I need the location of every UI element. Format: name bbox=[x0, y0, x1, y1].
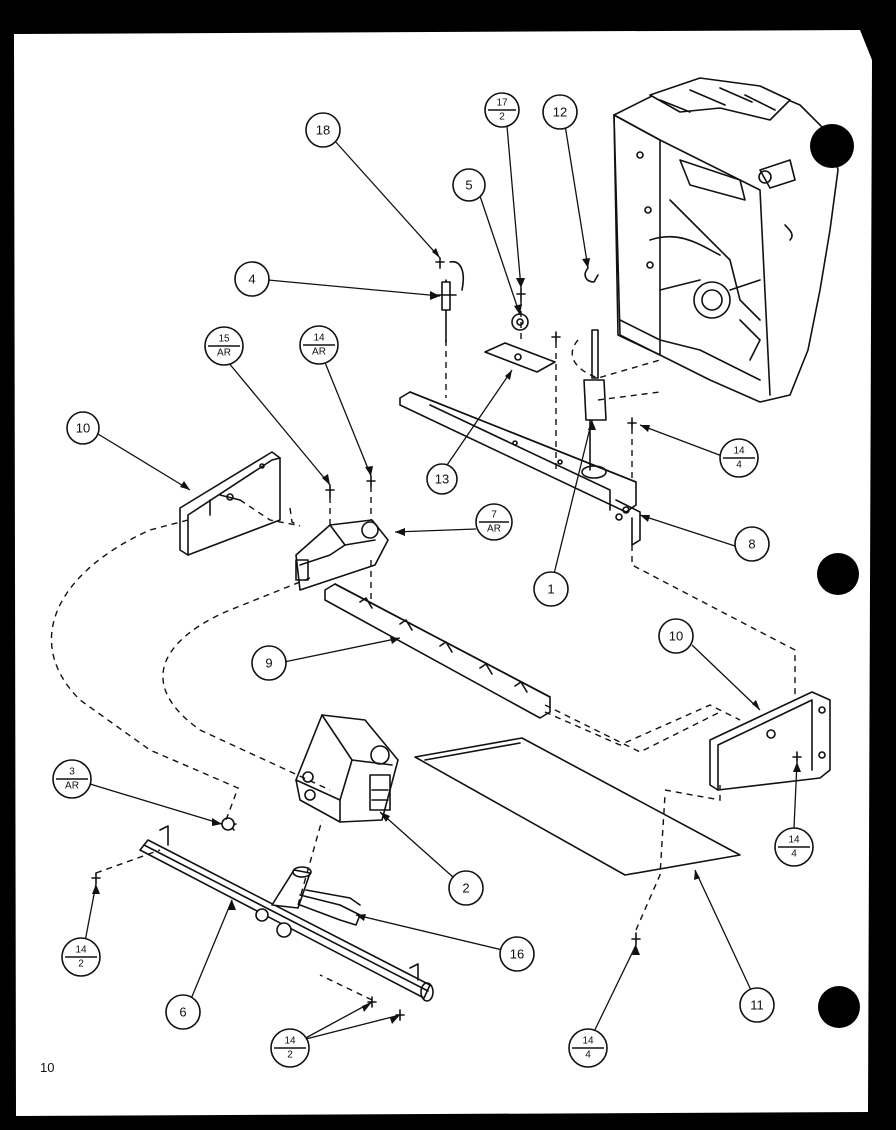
callout-circle bbox=[305, 112, 341, 148]
callout-circle bbox=[542, 94, 578, 130]
callout-circle bbox=[499, 936, 535, 972]
punch-hole-mark bbox=[810, 124, 854, 168]
fill-valve-tube bbox=[581, 329, 607, 479]
callout-bubble: 16 bbox=[499, 936, 535, 972]
callout-quantity: AR bbox=[487, 524, 501, 535]
callout-number: 10 bbox=[76, 421, 90, 436]
callout-number: 6 bbox=[179, 1005, 186, 1020]
callout-bubble: 11 bbox=[739, 987, 775, 1023]
callout-bubble: 12 bbox=[542, 94, 578, 130]
callout-bubble: 1 bbox=[533, 571, 569, 607]
page-number: 10 bbox=[40, 1060, 54, 1075]
callout-circle bbox=[251, 645, 287, 681]
callout-quantity: 4 bbox=[585, 1050, 591, 1061]
support-bar bbox=[324, 583, 551, 719]
callout-bubble: 5 bbox=[452, 168, 486, 202]
callout-circle bbox=[165, 994, 201, 1030]
control-box bbox=[295, 714, 399, 823]
callout-quantity: AR bbox=[312, 347, 326, 358]
punch-hole-mark bbox=[818, 986, 860, 1028]
right-bracket bbox=[709, 691, 831, 791]
callout-part-number: 14 bbox=[284, 1036, 296, 1047]
callout-circle bbox=[234, 261, 270, 297]
callout-bubble: 172 bbox=[484, 92, 520, 128]
callout-bubble: 18 bbox=[305, 112, 341, 148]
mounting-plate bbox=[484, 342, 556, 373]
callout-part-number: 15 bbox=[218, 334, 230, 345]
callout-number: 11 bbox=[750, 998, 764, 1013]
callout-circle bbox=[452, 168, 486, 202]
callout-circle bbox=[448, 870, 484, 906]
callout-bubble: 6 bbox=[165, 994, 201, 1030]
callout-part-number: 7 bbox=[491, 510, 497, 521]
callout-bubble: 2 bbox=[448, 870, 484, 906]
callout-bubble: 142 bbox=[270, 1028, 310, 1068]
callout-number: 10 bbox=[669, 629, 683, 644]
callout-bubble: 142 bbox=[61, 937, 101, 977]
callout-bubble: 144 bbox=[568, 1028, 608, 1068]
callout-part-number: 17 bbox=[496, 98, 508, 109]
assembly-guide-lines bbox=[50, 300, 796, 1001]
callout-circle bbox=[739, 987, 775, 1023]
callout-bubble: 10 bbox=[658, 618, 694, 654]
callout-bubble: 3AR bbox=[52, 759, 92, 799]
callout-part-number: 14 bbox=[75, 945, 87, 956]
leader-lines bbox=[82, 124, 798, 1041]
callout-bubble: 13 bbox=[426, 463, 458, 495]
callout-quantity: 2 bbox=[78, 959, 84, 970]
callout-part-number: 14 bbox=[733, 446, 745, 457]
callout-bubble: 7AR bbox=[475, 503, 513, 541]
left-bracket bbox=[179, 451, 281, 556]
callout-number: 9 bbox=[265, 656, 272, 671]
callout-bubble: 144 bbox=[774, 827, 814, 867]
callout-quantity: 4 bbox=[736, 460, 742, 471]
solenoid-housing bbox=[295, 519, 389, 591]
callout-quantity: 2 bbox=[499, 112, 505, 123]
callout-circle bbox=[426, 463, 458, 495]
callout-number: 1 bbox=[547, 582, 554, 597]
leader-arrowheads bbox=[92, 248, 801, 1024]
water-tube-assembly bbox=[139, 825, 434, 1002]
callout-number: 5 bbox=[465, 178, 472, 193]
registration-marks bbox=[810, 124, 860, 1028]
callout-number: 8 bbox=[748, 537, 755, 552]
callout-part-number: 3 bbox=[69, 767, 75, 778]
callout-number: 12 bbox=[553, 105, 567, 120]
thermostat-probe bbox=[435, 261, 465, 343]
callout-part-number: 14 bbox=[313, 333, 325, 344]
callout-circle bbox=[734, 526, 770, 562]
callout-quantity: 2 bbox=[287, 1050, 293, 1061]
punch-hole-mark bbox=[817, 553, 859, 595]
callout-part-number: 14 bbox=[582, 1036, 594, 1047]
ice-maker-housing bbox=[613, 77, 839, 403]
callout-quantity: AR bbox=[217, 348, 231, 359]
callout-bubble: 4 bbox=[234, 261, 270, 297]
callout-number: 13 bbox=[435, 472, 449, 487]
callout-quantity: 4 bbox=[791, 849, 797, 860]
callout-part-number: 14 bbox=[788, 835, 800, 846]
callout-number: 16 bbox=[510, 947, 524, 962]
callout-number: 18 bbox=[316, 123, 330, 138]
callout-circle bbox=[66, 411, 100, 445]
callout-quantity: AR bbox=[65, 781, 79, 792]
callout-number: 2 bbox=[462, 881, 469, 896]
callout-bubble: 144 bbox=[719, 438, 759, 478]
callout-circle bbox=[658, 618, 694, 654]
callout-bubble: 9 bbox=[251, 645, 287, 681]
bin-shelf bbox=[414, 737, 741, 876]
callout-number: 4 bbox=[248, 272, 255, 287]
callout-bubble: 10 bbox=[66, 411, 100, 445]
callout-bubble: 8 bbox=[734, 526, 770, 562]
callout-circle bbox=[533, 571, 569, 607]
